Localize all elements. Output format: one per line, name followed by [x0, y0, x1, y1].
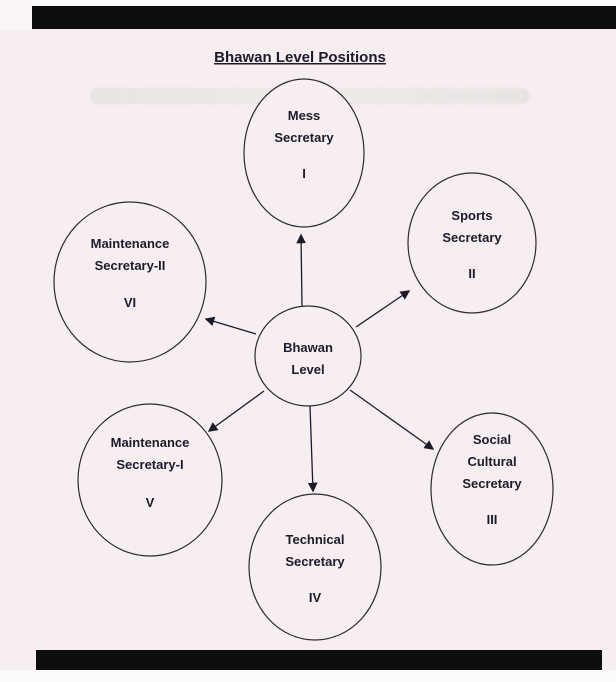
sports-secretary-line2: Secretary [442, 230, 502, 245]
maintenance-secretary-2-numeral: VI [124, 295, 136, 310]
maintenance-secretary-2-node: Maintenance Secretary-II VI [53, 201, 207, 363]
social-cultural-secretary-line2: Cultural [467, 454, 516, 469]
scan-edge-bottom [0, 670, 616, 682]
connector-arrows [204, 233, 435, 493]
social-cultural-secretary-numeral: III [487, 512, 498, 527]
sports-secretary-node: Sports Secretary II [407, 172, 537, 314]
social-cultural-secretary-line3: Secretary [462, 476, 522, 491]
technical-secretary-line1: Technical [285, 532, 344, 547]
scan-black-bar-top [32, 6, 616, 29]
arrow-to-technical-secretary [307, 405, 318, 493]
bhawan-level-line1: Bhawan [283, 340, 333, 355]
bhawan-level-line2: Level [291, 362, 324, 377]
social-cultural-secretary-ellipse [430, 412, 554, 566]
maintenance-secretary-2-ellipse [53, 201, 207, 363]
maintenance-secretary-1-ellipse [77, 403, 223, 557]
arrow-to-maintenance-secretary-2 [204, 316, 257, 335]
bhawan-level-ellipse [254, 305, 362, 407]
diagram-title: Bhawan Level Positions [214, 49, 386, 66]
arrow-to-sports-secretary [355, 290, 411, 328]
maintenance-secretary-1-line1: Maintenance [111, 435, 190, 450]
sports-secretary-line1: Sports [451, 208, 492, 223]
mess-secretary-ellipse [243, 78, 365, 228]
technical-secretary-line2: Secretary [285, 554, 345, 569]
arrow-to-mess-secretary [296, 233, 306, 307]
social-cultural-secretary-node: Social Cultural Secretary III [430, 412, 554, 566]
technical-secretary-ellipse [248, 493, 382, 641]
arrow-to-maintenance-secretary-1 [207, 390, 265, 432]
sports-secretary-ellipse [407, 172, 537, 314]
maintenance-secretary-2-line1: Maintenance [91, 236, 170, 251]
scan-black-bar-bottom [36, 650, 602, 670]
maintenance-secretary-1-line2: Secretary-I [116, 457, 183, 472]
technical-secretary-numeral: IV [309, 590, 322, 605]
scan-corner-top-left [0, 0, 32, 30]
bhawan-level-node: Bhawan Level [254, 305, 362, 407]
mess-secretary-numeral: I [302, 166, 306, 181]
mess-secretary-line2: Secretary [274, 130, 334, 145]
maintenance-secretary-1-numeral: V [146, 495, 155, 510]
scan-edge-top [0, 0, 616, 6]
technical-secretary-node: Technical Secretary IV [248, 493, 382, 641]
mess-secretary-line1: Mess [288, 108, 321, 123]
mess-secretary-node: Mess Secretary I [243, 78, 365, 228]
sports-secretary-numeral: II [468, 266, 475, 281]
social-cultural-secretary-line1: Social [473, 432, 511, 447]
maintenance-secretary-1-node: Maintenance Secretary-I V [77, 403, 223, 557]
maintenance-secretary-2-line2: Secretary-II [95, 258, 166, 273]
arrow-to-social-cultural-secretary [349, 389, 435, 450]
